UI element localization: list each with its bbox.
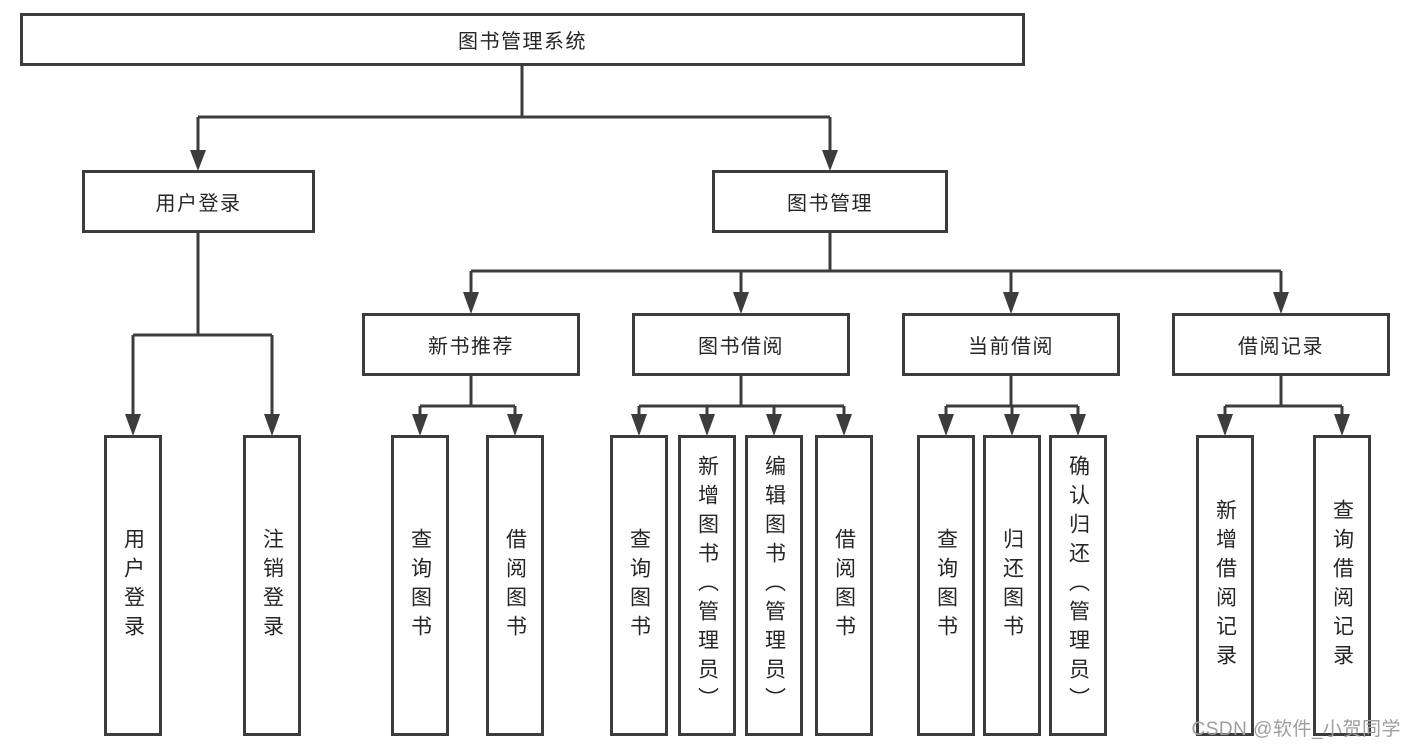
leaf-cb-confirm-return-label: 确认归还（管理员） bbox=[1066, 455, 1090, 716]
connector-paths bbox=[131, 66, 1344, 416]
node-book-management: 图书管理 bbox=[712, 170, 948, 233]
leaf-nb-borrow-books-label: 借阅图书 bbox=[503, 527, 527, 644]
leaf-logout-label: 注销登录 bbox=[260, 527, 284, 644]
node-current-borrow: 当前借阅 bbox=[902, 313, 1120, 376]
leaf-br-query-record-label: 查询借阅记录 bbox=[1330, 498, 1354, 673]
leaf-bb-edit-books-label: 编辑图书（管理员） bbox=[762, 455, 786, 716]
leaf-bb-edit-books: 编辑图书（管理员） bbox=[745, 435, 803, 736]
leaf-bb-borrow-books: 借阅图书 bbox=[815, 435, 873, 736]
leaf-bb-add-books-label: 新增图书（管理员） bbox=[695, 455, 719, 716]
node-borrow-records: 借阅记录 bbox=[1172, 313, 1390, 376]
leaf-logout: 注销登录 bbox=[243, 435, 301, 736]
leaf-cb-query-books: 查询图书 bbox=[917, 435, 975, 736]
arrowheads bbox=[125, 150, 1350, 436]
node-new-book-recommend: 新书推荐 bbox=[362, 313, 580, 376]
leaf-bb-query-books: 查询图书 bbox=[610, 435, 668, 736]
leaf-bb-borrow-books-label: 借阅图书 bbox=[832, 527, 856, 644]
leaf-br-query-record: 查询借阅记录 bbox=[1313, 435, 1371, 736]
leaf-bb-add-books: 新增图书（管理员） bbox=[678, 435, 736, 736]
node-user-login: 用户登录 bbox=[82, 170, 315, 233]
leaf-cb-return-books: 归还图书 bbox=[983, 435, 1041, 736]
leaf-user-login: 用户登录 bbox=[104, 435, 162, 736]
watermark: CSDN @软件_小贺同学 bbox=[1191, 719, 1401, 740]
node-book-borrow: 图书借阅 bbox=[632, 313, 850, 376]
leaf-nb-query-books-label: 查询图书 bbox=[408, 527, 432, 644]
leaf-cb-confirm-return: 确认归还（管理员） bbox=[1049, 435, 1107, 736]
leaf-br-add-record: 新增借阅记录 bbox=[1196, 435, 1254, 736]
leaf-cb-return-books-label: 归还图书 bbox=[1000, 527, 1024, 644]
node-root: 图书管理系统 bbox=[20, 13, 1025, 66]
leaf-user-login-label: 用户登录 bbox=[121, 527, 145, 644]
leaf-br-add-record-label: 新增借阅记录 bbox=[1213, 498, 1237, 673]
leaf-bb-query-books-label: 查询图书 bbox=[627, 527, 651, 644]
leaf-nb-borrow-books: 借阅图书 bbox=[486, 435, 544, 736]
leaf-nb-query-books: 查询图书 bbox=[391, 435, 449, 736]
leaf-cb-query-books-label: 查询图书 bbox=[934, 527, 958, 644]
